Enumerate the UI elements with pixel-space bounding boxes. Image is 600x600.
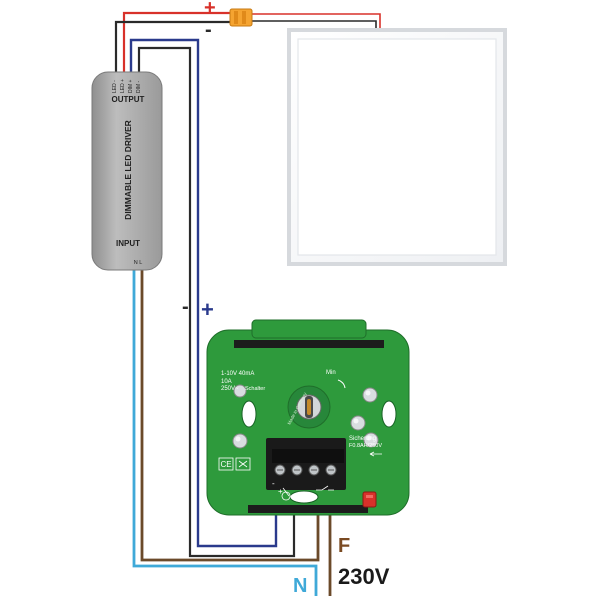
driver-pin-led-plus: LED + <box>120 79 126 93</box>
screw-icon <box>274 464 286 476</box>
mounting-hole-left <box>241 400 257 428</box>
screw-icon <box>233 384 247 398</box>
screw-icon <box>363 432 379 448</box>
dimmer-spec-line3: 250V~ <box>221 386 239 392</box>
driver-pin-dim-plus: DIM + <box>128 79 134 93</box>
dimmer-spec-line1: 1-10V 40mA <box>221 371 254 377</box>
driver-pin-dim-minus: DIM - <box>136 80 142 93</box>
dimmer-min-label: Min <box>326 370 336 376</box>
screw-icon <box>325 464 337 476</box>
ce-mark-text: CE <box>220 460 231 469</box>
fuse-component <box>362 491 377 508</box>
driver-title: DIMMABLE LED DRIVER <box>123 120 133 220</box>
terminal-block <box>266 438 346 490</box>
panel-wire-black <box>250 20 377 30</box>
driver-input-label: INPUT <box>116 239 140 248</box>
black-wire-dim-minus <box>137 46 296 558</box>
dimmer-switch-label: Schalter <box>245 386 265 392</box>
panel-wire-red <box>250 13 381 30</box>
dimmer-fuse-rating: F0.8AH/250V <box>349 443 382 449</box>
top-minus-sign: - <box>205 19 212 41</box>
screw-icon <box>232 433 248 449</box>
light-blue-wire-n <box>132 270 318 596</box>
led-panel <box>287 28 507 266</box>
brown-wire-l <box>140 270 320 562</box>
switch-symbol-icon <box>316 485 334 491</box>
black-wire-led-minus <box>114 20 232 75</box>
potentiometer-knob <box>287 385 331 429</box>
dimmer-minus-sign: - <box>182 296 189 318</box>
screw-icon <box>350 415 366 431</box>
lamp-symbol-icon <box>281 487 291 501</box>
supply-n-label: N <box>293 575 307 597</box>
dimmer-plus-sign: + <box>201 297 214 322</box>
screw-icon <box>291 464 303 476</box>
wire-connector <box>229 8 253 27</box>
led-driver: LED - LED + DIM + DIM - OUTPUT DIMMABLE … <box>91 71 163 271</box>
screw-icon <box>308 464 320 476</box>
supply-voltage-label: 230V <box>338 564 390 589</box>
dimmer-module: 1-10V 40mA 10A 250V~ Schalter Min Made i… <box>206 319 410 516</box>
terminal-minus-label: - <box>272 479 275 488</box>
dimmer-spec-line2: 10A <box>221 379 232 385</box>
red-wire-led-plus <box>122 11 232 75</box>
min-arrow-icon <box>337 379 346 389</box>
screw-icon <box>362 387 378 403</box>
blue-wire-dim-plus <box>129 38 278 548</box>
terminal-plus-label: + <box>278 487 283 496</box>
driver-pin-led-minus: LED - <box>112 80 118 93</box>
fuse-arrow-icon <box>369 451 382 457</box>
top-plus-sign: + <box>204 0 216 19</box>
driver-input-pins: N L <box>134 260 143 266</box>
dimmer-fuse-label: Sicherung <box>349 436 376 442</box>
mounting-hole-bottom <box>289 490 319 504</box>
ce-mark: CE <box>218 457 234 471</box>
weee-disposal-icon <box>235 457 251 471</box>
driver-output-label: OUTPUT <box>112 95 145 104</box>
mounting-hole-right <box>381 400 397 428</box>
supply-f-label: F <box>338 535 350 557</box>
